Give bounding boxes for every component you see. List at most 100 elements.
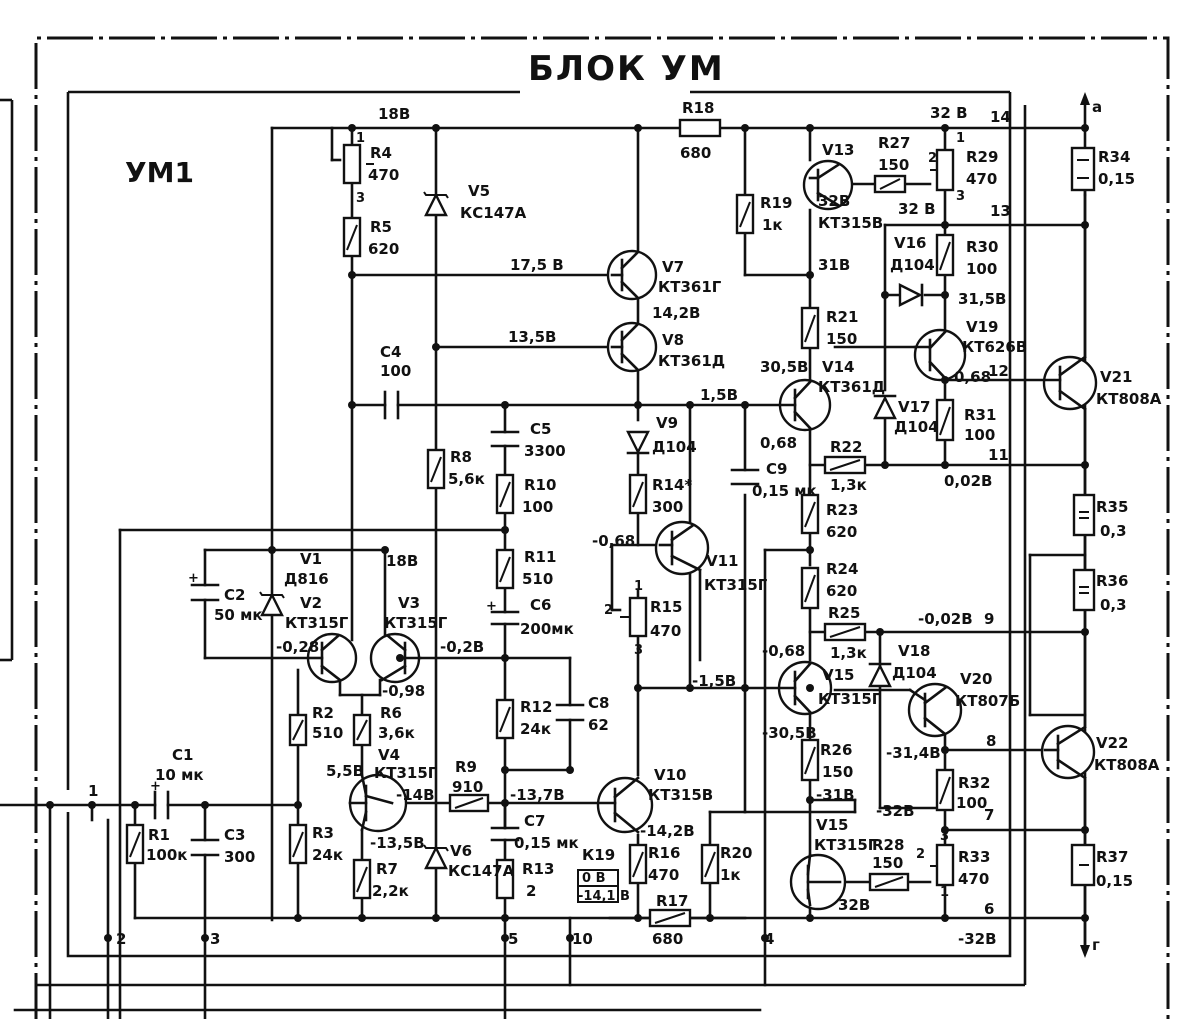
junction-dot [358, 914, 366, 922]
junction-dot [432, 914, 440, 922]
svg-text:3: 3 [356, 191, 365, 206]
resistor-r34 [1070, 146, 1096, 192]
capacitor-c5 [490, 430, 520, 448]
svg-text:10: 10 [572, 930, 593, 948]
junction-dot [501, 654, 509, 662]
svg-text:1,3к: 1,3к [830, 476, 867, 494]
svg-text:V7: V7 [662, 258, 684, 276]
svg-text:V3: V3 [398, 594, 420, 612]
svg-text:-30,5В: -30,5В [762, 724, 817, 742]
svg-text:150: 150 [822, 763, 853, 781]
svg-text:6: 6 [984, 900, 994, 918]
junction-dot [1081, 124, 1089, 132]
junction-dot [881, 291, 889, 299]
junction-dot [941, 914, 949, 922]
outer-frame [0, 36, 1170, 1019]
svg-text:Д816: Д816 [284, 570, 329, 588]
svg-text:V11: V11 [706, 552, 738, 570]
svg-text:КТ315Г: КТ315Г [285, 614, 349, 632]
svg-text:V14: V14 [822, 358, 854, 376]
transistor-v19 [913, 328, 967, 382]
svg-text:V4: V4 [378, 746, 400, 764]
junction-dot [1081, 628, 1089, 636]
svg-text:-14,2В: -14,2В [640, 822, 695, 840]
svg-text:3: 3 [940, 829, 949, 844]
junction-dot [941, 124, 949, 132]
junction-dot [104, 934, 112, 942]
svg-text:R21: R21 [826, 308, 858, 326]
transistor-v13 [778, 378, 832, 432]
diode-v17 [873, 394, 897, 420]
svg-text:2: 2 [916, 847, 925, 862]
svg-text:КС147А: КС147А [460, 204, 527, 222]
junction-dots [46, 124, 1089, 942]
svg-text:510: 510 [522, 570, 553, 588]
svg-text:R33: R33 [958, 848, 990, 866]
svg-text:2: 2 [928, 151, 937, 166]
svg-text:R31: R31 [964, 406, 996, 424]
svg-text:C6: C6 [530, 596, 551, 614]
svg-text:КТ315Г: КТ315Г [384, 614, 448, 632]
svg-text:a: a [1092, 98, 1102, 116]
svg-text:32В: 32В [838, 896, 870, 914]
svg-text:R15: R15 [650, 598, 682, 616]
svg-text:R13: R13 [522, 860, 554, 878]
svg-text:3: 3 [634, 643, 643, 658]
capacitor-symbols [153, 390, 760, 857]
svg-text:0,3: 0,3 [1100, 596, 1127, 614]
polarity-marks: + + + [150, 571, 497, 794]
svg-text:-0,2В: -0,2В [440, 638, 484, 656]
svg-text:КС147А: КС147А [448, 862, 515, 880]
junction-dot [348, 401, 356, 409]
svg-text:24к: 24к [520, 720, 551, 738]
resistor-r13 [495, 858, 515, 900]
svg-text:680: 680 [652, 930, 683, 948]
svg-text:R24: R24 [826, 560, 858, 578]
svg-text:7: 7 [984, 806, 994, 824]
svg-text:V8: V8 [662, 331, 684, 349]
junction-dot [566, 766, 574, 774]
svg-text:V20: V20 [960, 670, 992, 688]
svg-text:V18: V18 [898, 642, 930, 660]
svg-text:1: 1 [356, 131, 365, 146]
svg-text:150: 150 [878, 156, 909, 174]
junction-dot [46, 801, 54, 809]
svg-text:R25: R25 [828, 604, 860, 622]
junction-dot [381, 546, 389, 554]
transistor-v8 [606, 321, 658, 373]
svg-text:КТ315Г: КТ315Г [704, 576, 768, 594]
svg-text:-0,02В: -0,02В [918, 610, 973, 628]
svg-text:-31В: -31В [816, 786, 855, 804]
svg-text:0,15: 0,15 [1096, 872, 1133, 890]
svg-text:КТ361Г: КТ361Г [658, 278, 722, 296]
svg-text:2,2к: 2,2к [372, 882, 409, 900]
svg-text:+: + [150, 779, 161, 794]
svg-text:R9: R9 [455, 758, 477, 776]
svg-text:C7: C7 [524, 812, 545, 830]
junction-dot [806, 124, 814, 132]
diode-v9 [626, 430, 650, 455]
junction-dot [634, 914, 642, 922]
svg-text:C5: C5 [530, 420, 551, 438]
resistor-r18 [678, 118, 722, 138]
junction-dot [348, 271, 356, 279]
resistor-r35 [1072, 493, 1096, 537]
svg-text:300: 300 [224, 848, 255, 866]
svg-text:5,6к: 5,6к [448, 470, 485, 488]
svg-text:3300: 3300 [524, 442, 566, 460]
svg-text:32 В: 32 В [930, 104, 968, 122]
junction-dot [686, 684, 694, 692]
junction-dot [634, 401, 642, 409]
svg-text:50 мк: 50 мк [214, 606, 263, 624]
svg-text:3: 3 [210, 930, 220, 948]
transistor-v2 [306, 632, 358, 684]
svg-text:Д104: Д104 [890, 256, 935, 274]
diode-v16 [898, 283, 924, 307]
junction-dot [741, 401, 749, 409]
svg-text:R17: R17 [656, 892, 688, 910]
svg-text:V10: V10 [654, 766, 686, 784]
svg-text:1: 1 [88, 782, 98, 800]
junction-dot [501, 401, 509, 409]
